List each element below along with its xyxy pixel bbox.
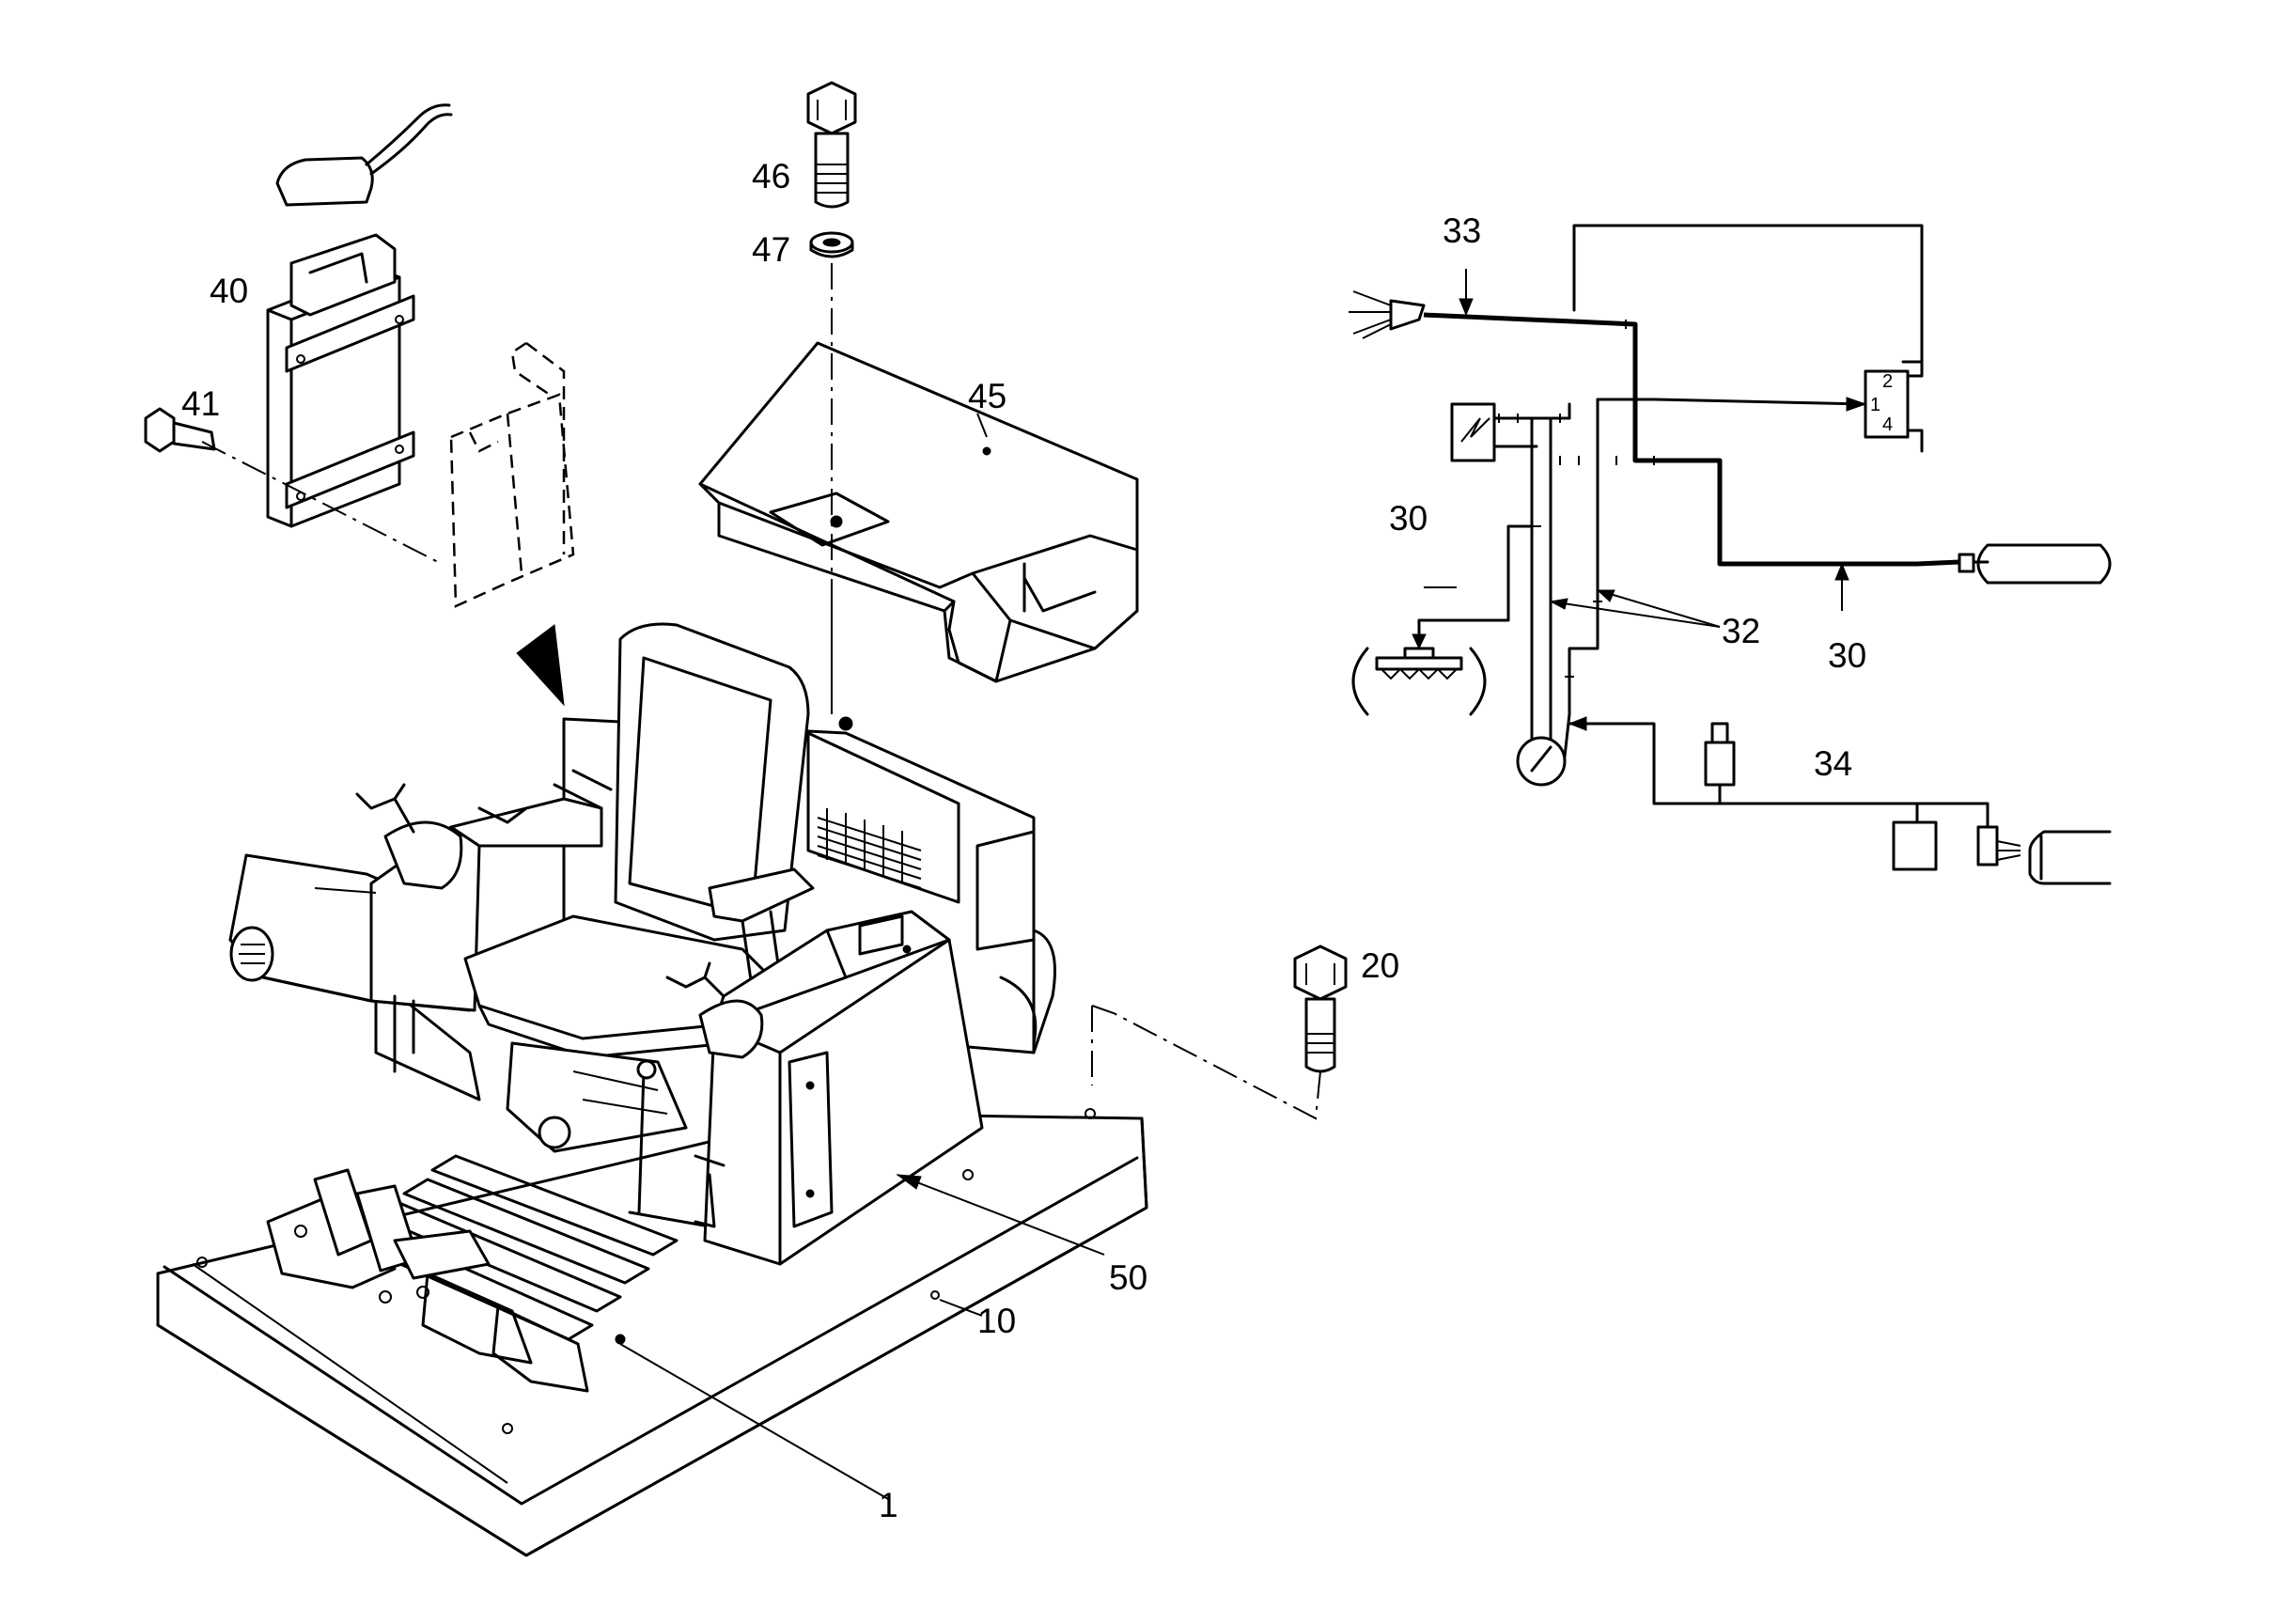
callout-1: 1 xyxy=(879,1486,898,1524)
valve-port-1: 1 xyxy=(1870,395,1880,415)
callout-46: 46 xyxy=(752,157,790,195)
callout-33: 33 xyxy=(1443,211,1481,250)
left-console xyxy=(228,769,613,1101)
callout-41: 41 xyxy=(181,384,220,423)
bolt-46 xyxy=(806,81,857,209)
mounting-bracket xyxy=(201,341,575,608)
callout-30-right: 30 xyxy=(1828,636,1866,675)
pedals xyxy=(266,1168,491,1304)
bolt-20 xyxy=(1293,945,1348,1073)
control-unit-40 xyxy=(266,103,453,528)
callout-20: 20 xyxy=(1361,946,1399,985)
callout-40: 40 xyxy=(210,272,248,310)
valve-port-4: 4 xyxy=(1882,414,1893,435)
valve-port-labels: 2 1 4 xyxy=(1870,371,1893,435)
callout-labels: 1 10 20 30 30 32 33 34 40 41 45 46 47 50 xyxy=(181,157,1866,1524)
callout-47: 47 xyxy=(752,230,790,269)
callout-45: 45 xyxy=(968,377,1006,415)
centerlines xyxy=(831,263,1321,1120)
valve-port-2: 2 xyxy=(1882,371,1893,392)
callout-32: 32 xyxy=(1722,612,1760,650)
leader-lines xyxy=(619,413,1105,1500)
schematic xyxy=(1349,224,2112,885)
storage-box xyxy=(698,341,1139,683)
assembly-arrow xyxy=(516,624,565,707)
right-console xyxy=(665,910,984,1266)
callout-10: 10 xyxy=(977,1302,1016,1340)
callout-34: 34 xyxy=(1814,744,1852,783)
callout-50: 50 xyxy=(1109,1258,1147,1297)
operator-seat xyxy=(463,622,815,1228)
washer-47 xyxy=(809,231,854,258)
callout-30-left: 30 xyxy=(1389,499,1428,538)
